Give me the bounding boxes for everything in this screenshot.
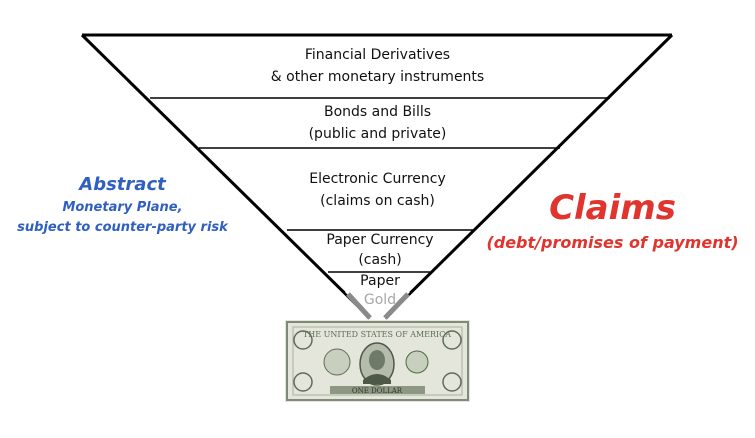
abstract-subtitle-line-2: subject to counter-party risk xyxy=(17,220,228,235)
layer-3-line-1: Electronic Currency xyxy=(309,171,446,187)
layer-1-line-1: Financial Derivatives xyxy=(304,47,451,63)
layer-5-line-1: Paper xyxy=(360,273,400,289)
svg-text:THE UNITED STATES OF AMERICA: THE UNITED STATES OF AMERICA xyxy=(303,330,451,339)
layer-2-line-2: (public and private) xyxy=(308,126,447,142)
layer-5-line-2: Gold xyxy=(363,292,397,308)
gold-left-edge xyxy=(346,292,372,320)
claims-subtitle: (debt/promises of payment) xyxy=(486,233,739,252)
layer-bonds-and-bills: Bonds and Bills (public and private) xyxy=(240,101,515,145)
claims-title: Claims xyxy=(549,188,676,228)
svg-text:ONE DOLLAR: ONE DOLLAR xyxy=(352,387,403,395)
layer-paper-currency: Paper Currency (cash) xyxy=(300,230,460,270)
layer-electronic-currency: Electronic Currency (claims on cash) xyxy=(270,168,485,212)
layer-4-line-2: (cash) xyxy=(358,252,402,268)
claims-label: Claims (debt/promises of payment) xyxy=(470,186,755,256)
layer-4-line-1: Paper Currency xyxy=(326,232,434,248)
abstract-label: Abstract Monetary Plane, subject to coun… xyxy=(0,172,245,238)
layer-1-line-2: & other monetary instruments xyxy=(270,69,485,85)
layer-paper-gold: Paper Gold xyxy=(330,272,430,310)
pyramid-left-edge xyxy=(80,33,372,320)
pyramid-right-edge xyxy=(383,33,674,320)
layer-financial-derivatives: Financial Derivatives & other monetary i… xyxy=(230,44,525,88)
abstract-title: Abstract xyxy=(79,174,166,195)
layer-3-line-2: (claims on cash) xyxy=(320,193,435,209)
abstract-subtitle-line-1: Monetary Plane, xyxy=(62,200,183,215)
gold-right-edge xyxy=(383,292,410,320)
layer-2-line-1: Bonds and Bills xyxy=(323,104,432,120)
dollar-bill-image: THE UNITED STATES OF AMERICA ONE DOLLAR xyxy=(285,320,470,402)
